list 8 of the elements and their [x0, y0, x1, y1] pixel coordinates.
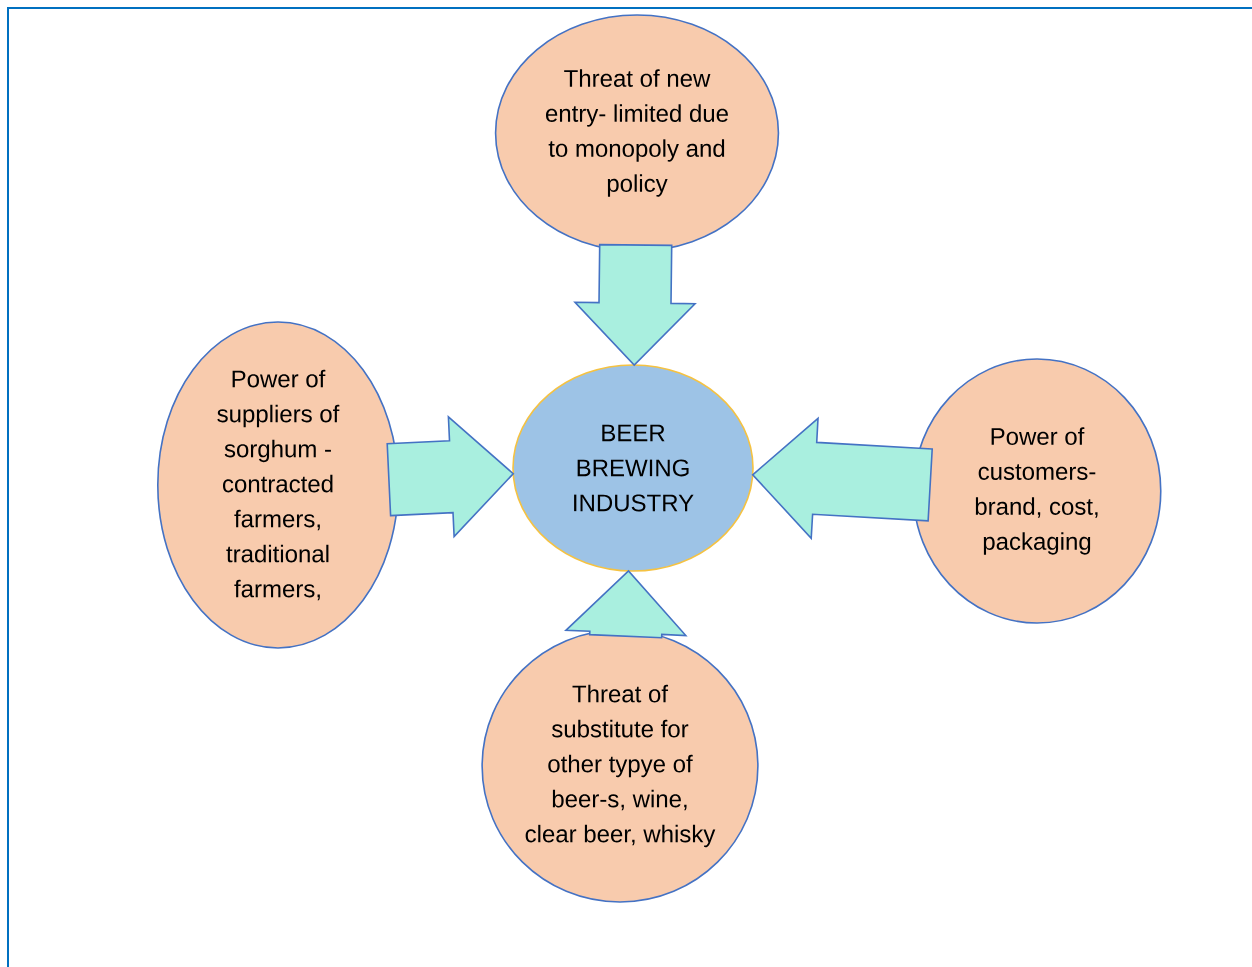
ellipse-node: Threat of new entry- limited due to monopoly and policy	[494, 14, 780, 252]
ellipse-node: BEER BREWING INDUSTRY	[512, 364, 754, 572]
block-arrow	[386, 414, 515, 539]
block-arrow	[564, 569, 688, 639]
block-arrow	[573, 243, 697, 367]
ellipse-node: Power of suppliers of sorghum - contracted farmers, traditional farmers,	[157, 321, 400, 649]
ellipse-node: Threat of substitute for other typye of beer-s, wine, clear beer, whisky	[481, 629, 759, 903]
ellipse-node: Power of customers- brand, cost, packaging	[912, 358, 1162, 624]
